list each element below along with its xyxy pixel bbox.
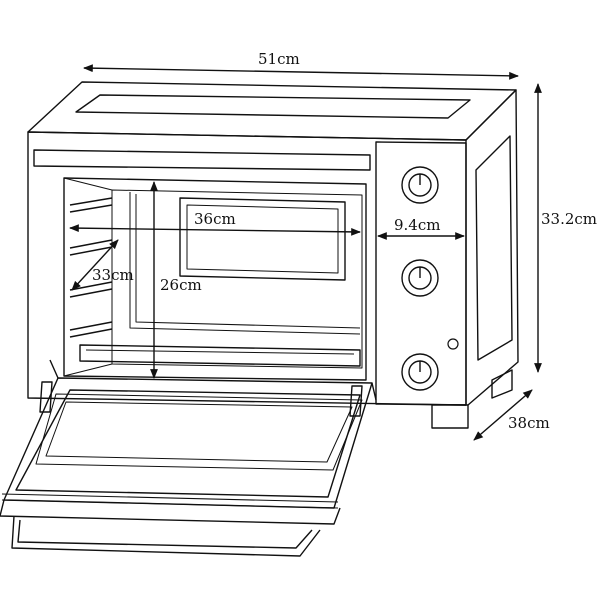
oven-side-panel: [465, 89, 519, 406]
interior-depth-arrow: [71, 239, 119, 291]
interior-height-label: 26cm: [160, 276, 202, 294]
knob-bottom-icon: [401, 353, 439, 391]
oven-door: [0, 359, 377, 525]
depth-dimension-arrow: [473, 389, 533, 441]
interior-depth-label: 33cm: [92, 266, 134, 284]
oven-window: [179, 197, 346, 281]
indicator-light-icon: [447, 338, 459, 350]
width-dimension-arrow: [83, 64, 519, 80]
knob-top-icon: [401, 166, 439, 204]
interior-width-label: 36cm: [194, 210, 236, 228]
oven-cavity: [63, 177, 367, 381]
door-hinges: [39, 381, 363, 417]
oven-top: [27, 81, 517, 141]
door-vent-strip: [1, 493, 339, 509]
depth-label: 38cm: [508, 414, 550, 432]
height-label: 33.2cm: [541, 210, 597, 228]
door-handle: [11, 515, 321, 557]
knob-middle-icon: [401, 259, 439, 297]
baking-tray: [79, 344, 361, 367]
control-panel: [375, 141, 467, 406]
width-label: 51cm: [258, 50, 300, 68]
oven-feet: [431, 369, 513, 429]
panel-width-label: 9.4cm: [394, 216, 440, 234]
interior-width-arrow: [69, 224, 361, 236]
